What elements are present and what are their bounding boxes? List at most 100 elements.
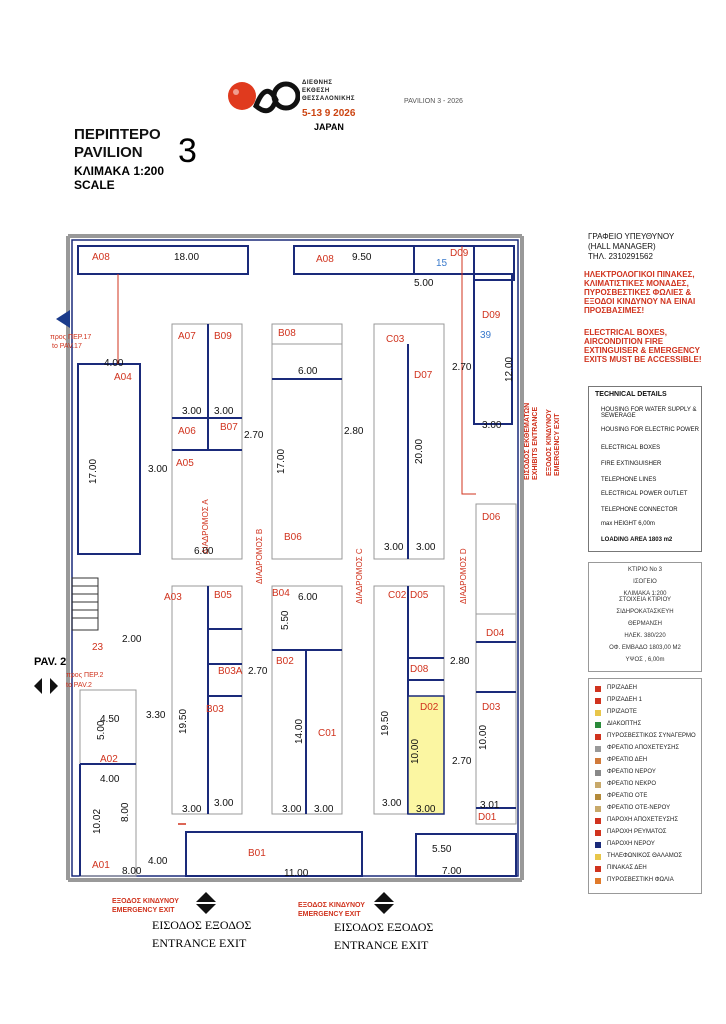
logo-line-1: ΔΙΕΘΝΗΣ	[302, 80, 333, 86]
svg-text:9.50: 9.50	[352, 252, 372, 263]
svg-text:7.00: 7.00	[442, 866, 462, 877]
tech-row-electrical-boxes: ELECTRICAL BOXES	[601, 445, 661, 451]
svg-text:4.00: 4.00	[104, 358, 124, 369]
legend-row: ΦΡΕΑΤΙΟ ΝΕΚΡΟ	[607, 781, 657, 787]
label-b03: B03	[206, 704, 224, 715]
label-d01: D01	[478, 812, 497, 823]
svg-text:11.00: 11.00	[284, 868, 309, 879]
direction-to17-en: to PAV.17	[52, 343, 82, 350]
title-english: PAVILION	[74, 144, 143, 161]
label-a06: A06	[178, 426, 196, 437]
svg-text:3.00: 3.00	[384, 542, 404, 553]
warning-greek: ΗΛΕΚΤΡΟΛΟΓΙΚΟΙ ΠΙΝΑΚΕΣ, ΚΛΙΜΑΤΙΣΤΙΚΕΣ ΜΟ…	[584, 270, 696, 315]
warning-english: ELECTRICAL BOXES, AIRCONDITION FIRE EXTI…	[584, 328, 702, 364]
legend-row: ΠΡΙΖΑΔΕΗ 1	[607, 697, 643, 703]
svg-text:3.01: 3.01	[480, 800, 500, 811]
bld-row: ΟΦ. ΕΜΒΑΔΟ 1803,00 Μ2	[609, 645, 681, 651]
corridor-b: ΔΙΑΔΡΟΜΟΣ Β	[255, 529, 264, 584]
tech-row-max-height: max HEIGHT 6,00m	[601, 521, 655, 527]
label-d07: D07	[414, 370, 433, 381]
legend-symbol-icon	[595, 842, 601, 848]
label-d09a: D09	[450, 248, 469, 259]
logo-dates: 5-13 9 2026	[302, 108, 356, 119]
bld-row: ΣΙΔΗΡΟΚΑΤΑΣΚΕΥΗ	[616, 609, 674, 615]
bld-row: ΚΛΙΜΑΚΑ 1:200	[623, 591, 667, 597]
tech-row-water: HOUSING FOR WATER SUPPLY & SEWERAGE	[601, 407, 697, 419]
svg-text:12.00: 12.00	[504, 357, 515, 382]
svg-text:2.80: 2.80	[450, 656, 470, 667]
svg-text:17.00: 17.00	[88, 459, 99, 484]
legend-row: ΦΡΕΑΤΙΟ ΟΤΕ-ΝΕΡΟΥ	[607, 805, 671, 811]
technical-details-box: TECHNICAL DETAILS HOUSING FOR WATER SUPP…	[588, 386, 702, 552]
exhibits-entrance-en: EXHIBITS ENTRANCE	[532, 406, 539, 480]
svg-text:2.70: 2.70	[244, 430, 264, 441]
svg-text:6.00: 6.00	[298, 366, 318, 377]
legend-symbol-icon	[595, 782, 601, 788]
corridor-c: ΔΙΑΔΡΟΜΟΣ C	[355, 548, 364, 604]
arrow-left-icon	[56, 310, 74, 333]
entrance-gr-2: ΕΙΣΟΔΟΣ ΕΞΟΔΟΣ	[334, 920, 434, 934]
label-a03: A03	[164, 592, 182, 603]
svg-text:3.00: 3.00	[282, 804, 302, 815]
legend-row: ΦΡΕΑΤΙΟ ΔΕΗ	[607, 757, 648, 763]
legend-symbol-icon	[595, 758, 601, 764]
legend-symbol-icon	[595, 818, 601, 824]
label-b08: B08	[278, 328, 296, 339]
floor-plan: A08 A08 D09 D09 A04 A07 B09 A06 B07 A05 …	[66, 234, 524, 882]
legend-row: ΦΡΕΑΤΙΟ ΝΕΡΟΥ	[607, 769, 656, 775]
svg-text:3.00: 3.00	[314, 804, 334, 815]
legend-symbol-icon	[595, 734, 601, 740]
logo-line-2: ΕΚΘΕΣΗ	[302, 88, 330, 94]
svg-text:3.00: 3.00	[182, 804, 202, 815]
bld-row: ΚΤΙΡΙΟ No 3	[627, 567, 662, 573]
svg-text:4.00: 4.00	[148, 856, 168, 867]
tech-row-fire-extinguisher: FIRE EXTINGUISHER	[601, 461, 662, 467]
legend-row: ΠΡΙΖΑΟΤΕ	[607, 709, 637, 715]
label-b02: B02	[276, 656, 294, 667]
legend-row: ΤΗΛΕΦΩΝΙΚΟΣ ΘΑΛΑΜΟΣ	[607, 853, 683, 859]
legend-row: ΔΙΑΚΟΠΤΗΣ	[607, 721, 642, 727]
legend-row: ΦΡΕΑΤΙΟ ΑΠΟΧΕΤΕΥΣΗΣ	[607, 745, 680, 751]
label-a05: A05	[176, 458, 194, 469]
legend-symbol-icon	[595, 866, 601, 872]
svg-text:5.00: 5.00	[414, 278, 434, 289]
east-exit-en: EMERGENCY EXIT	[554, 413, 561, 477]
pav2-label: PAV. 2	[34, 656, 67, 668]
svg-text:23: 23	[92, 642, 104, 653]
svg-text:6.00: 6.00	[194, 546, 214, 557]
label-c02: C02	[388, 590, 407, 601]
legend-symbol-icon	[595, 722, 601, 728]
label-a08b: A08	[316, 254, 334, 265]
svg-text:2.70: 2.70	[452, 362, 472, 373]
svg-text:10.02: 10.02	[92, 809, 103, 834]
entrance-en-1: ENTRANCE EXIT	[152, 936, 247, 950]
exit-arrow-icon	[374, 892, 394, 919]
svg-text:14.00: 14.00	[294, 719, 305, 744]
exhibits-entrance-gr: ΕΙΣΟΔΟΣ ΕΚΘΕΜΑΤΩΝ	[524, 402, 531, 480]
svg-text:3.00: 3.00	[148, 464, 168, 475]
manager-line-2: (HALL MANAGER)	[588, 242, 656, 251]
direction-to17-gr: προς ΠΕΡ.17	[50, 334, 92, 341]
label-d08: D08	[410, 664, 429, 675]
svg-text:15: 15	[436, 258, 448, 269]
svg-text:18.00: 18.00	[174, 252, 199, 263]
label-b04: B04	[272, 588, 290, 599]
label-a08: A08	[92, 252, 110, 263]
label-b07: B07	[220, 422, 238, 433]
label-a01: A01	[92, 860, 110, 871]
label-d05: D05	[410, 590, 429, 601]
booth-d02-highlight	[407, 695, 445, 815]
svg-text:10.00: 10.00	[410, 739, 421, 764]
bld-row: ΥΨΟΣ , 6,00m	[625, 657, 665, 663]
direction-to2-en: to PAV.2	[66, 682, 92, 689]
svg-text:3.30: 3.30	[146, 710, 166, 721]
label-c01: C01	[318, 728, 337, 739]
label-a07: A07	[178, 331, 196, 342]
svg-text:4.50: 4.50	[100, 714, 120, 725]
exit-arrow-icon	[196, 892, 216, 919]
scale-greek: ΚΛΙΜΑΚΑ 1:200	[74, 164, 165, 178]
emergency-exit-en-1: EMERGENCY EXIT	[112, 907, 175, 914]
svg-text:19.50: 19.50	[178, 709, 189, 734]
label-b06: B06	[284, 532, 302, 543]
svg-text:10.00: 10.00	[478, 725, 489, 750]
